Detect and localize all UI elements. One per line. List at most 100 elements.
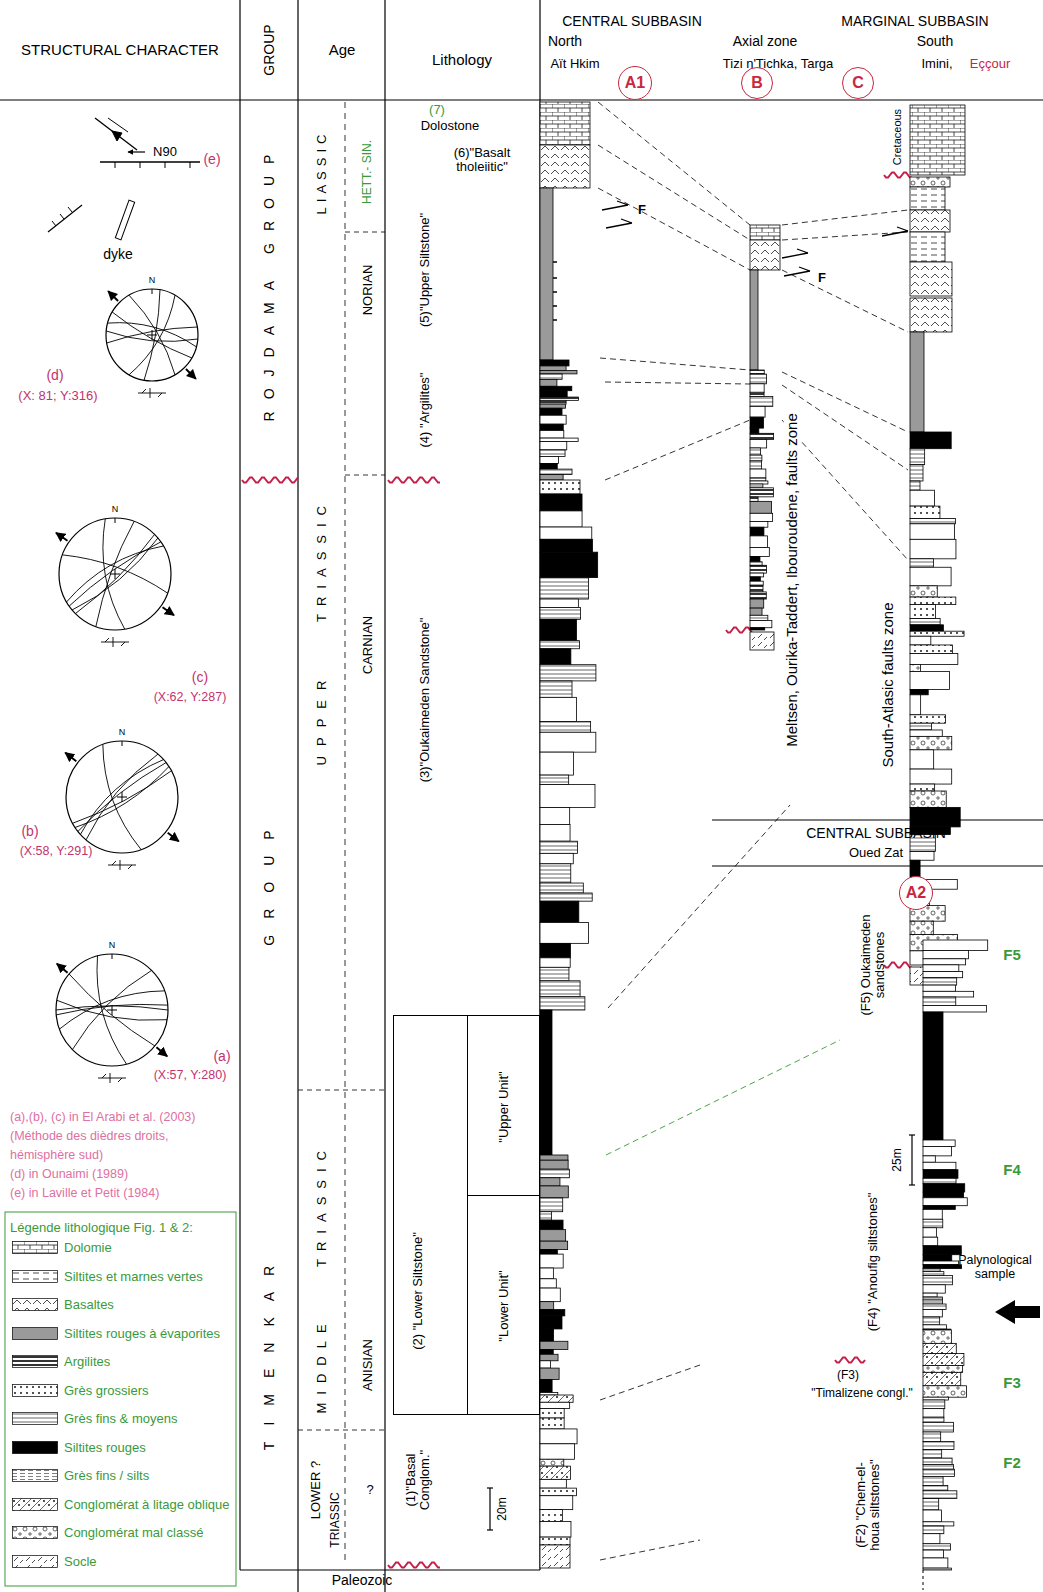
- drawing-rect: [750, 501, 772, 513]
- text-label: ?: [366, 1483, 373, 1497]
- text-label: MIDDLE: [315, 1316, 329, 1413]
- drawing-path: [103, 744, 141, 849]
- drawing-line: [606, 1040, 840, 1155]
- drawing-rect: [540, 1545, 570, 1568]
- drawing-path: [59, 991, 164, 1029]
- drawing-path: [67, 546, 164, 602]
- drawing-rect: [540, 1198, 563, 1212]
- text-label: (4) "Argilites": [418, 373, 432, 448]
- legend-swatch: [12, 1441, 58, 1454]
- legend-text: Dolomie: [64, 1240, 112, 1255]
- text-label: (X:62, Y:287): [154, 691, 227, 705]
- node-text: "Lower Unit": [496, 1270, 510, 1341]
- drawing-rect: [540, 1496, 573, 1510]
- drawing-path: [110, 569, 120, 579]
- drawing-rect: [923, 959, 966, 965]
- drawing-rect: [910, 618, 940, 624]
- drawing-rect: [923, 1372, 961, 1385]
- drawing-rect: [540, 1368, 559, 1379]
- drawing-rect: [923, 940, 988, 951]
- drawing-rect: [540, 456, 558, 463]
- drawing-rect: [923, 1409, 944, 1418]
- drawing-rect: [540, 721, 591, 732]
- drawing-rect: [750, 599, 764, 608]
- drawing-line: [598, 188, 750, 270]
- text-label: STRUCTURAL CHARACTER: [21, 42, 219, 59]
- drawing-circle: [106, 289, 198, 381]
- drawing-line: [712, 819, 1043, 820]
- drawing-path: [129, 295, 175, 375]
- drawing-rect: [540, 480, 580, 494]
- legend-item: Basaltes: [12, 1297, 114, 1312]
- legend-item: Grès fins / silts: [12, 1468, 149, 1483]
- drawing-rect: [923, 1464, 954, 1469]
- drawing-rect: [923, 1237, 938, 1246]
- text-label: South-Atlasic faults zone: [880, 599, 897, 770]
- drawing-rect: [540, 1220, 563, 1230]
- drawing-rect: [923, 1272, 944, 1276]
- drawing-path: [128, 151, 145, 152]
- drawing-rect: [750, 240, 780, 270]
- drawing-rect: [5, 1212, 236, 1586]
- drawing-rect: [910, 177, 950, 187]
- drawing-rect: [910, 605, 936, 619]
- drawing-rect: [540, 370, 577, 373]
- drawing-rect: [13, 1270, 58, 1282]
- drawing-rect: [540, 578, 588, 599]
- drawing-path: [101, 637, 129, 647]
- drawing-path: [117, 792, 127, 802]
- drawing-line: [712, 865, 1043, 866]
- drawing-rect: [750, 592, 766, 599]
- drawing-line: [909, 1184, 915, 1185]
- drawing-rect: [910, 636, 931, 645]
- drawing-line: [487, 1529, 493, 1530]
- drawing-rect: [923, 1012, 943, 1140]
- drawing-rect: [540, 145, 590, 188]
- drawing-rect: [540, 1169, 569, 1178]
- drawing-rect: [540, 1010, 552, 1155]
- drawing-path: [97, 956, 127, 1064]
- drawing-rect: [750, 455, 762, 461]
- drawing-line: [345, 102, 346, 1565]
- drawing-rect: [540, 1459, 564, 1466]
- drawing-rect: [540, 360, 569, 366]
- node-text: "Upper Unit": [496, 1071, 510, 1142]
- drawing-path: [242, 477, 298, 482]
- drawing-rect: [910, 490, 934, 506]
- drawing-rect: [540, 424, 563, 430]
- drawing-rect: [540, 379, 557, 386]
- drawing-rect: [923, 1417, 944, 1422]
- drawing-rect: [923, 1400, 945, 1409]
- drawing-rect: [923, 1325, 946, 1329]
- drawing-rect: [923, 1485, 948, 1490]
- drawing-rect: [750, 562, 762, 566]
- text-label: (X: 81; Y:316): [18, 389, 97, 403]
- drawing-rect: [910, 449, 925, 465]
- text-label: (a): [213, 1049, 230, 1064]
- drawing-rect: [923, 1178, 956, 1183]
- legend-swatch: [12, 1498, 58, 1511]
- drawing-rect: [540, 841, 577, 853]
- drawing-rect: [540, 438, 578, 441]
- drawing-path: [107, 327, 198, 343]
- legend-text: Grès grossiers: [64, 1383, 149, 1398]
- drawing-line: [345, 475, 385, 476]
- drawing-rect: [750, 417, 764, 428]
- drawing-line: [489, 1488, 490, 1530]
- drawing-line: [52, 221, 56, 226]
- drawing-g: [106, 289, 198, 398]
- drawing-rect: [540, 883, 583, 893]
- text-label: ROJDAMA GROUP: [262, 143, 277, 422]
- drawing-rect: [540, 102, 590, 145]
- drawing-rect: [750, 439, 767, 448]
- drawing-rect: [540, 1444, 574, 1459]
- drawing-rect: [910, 586, 937, 597]
- legend-item: Dolomie: [12, 1240, 112, 1255]
- drawing-rect: [750, 557, 760, 562]
- text-label: Age: [329, 42, 356, 59]
- unit-box: (2) "Lower Siltstone""Upper Unit""Lower …: [393, 1015, 540, 1415]
- drawing-rect: [923, 1534, 940, 1544]
- drawing-rect: [923, 1255, 952, 1261]
- drawing-rect: [923, 1526, 944, 1534]
